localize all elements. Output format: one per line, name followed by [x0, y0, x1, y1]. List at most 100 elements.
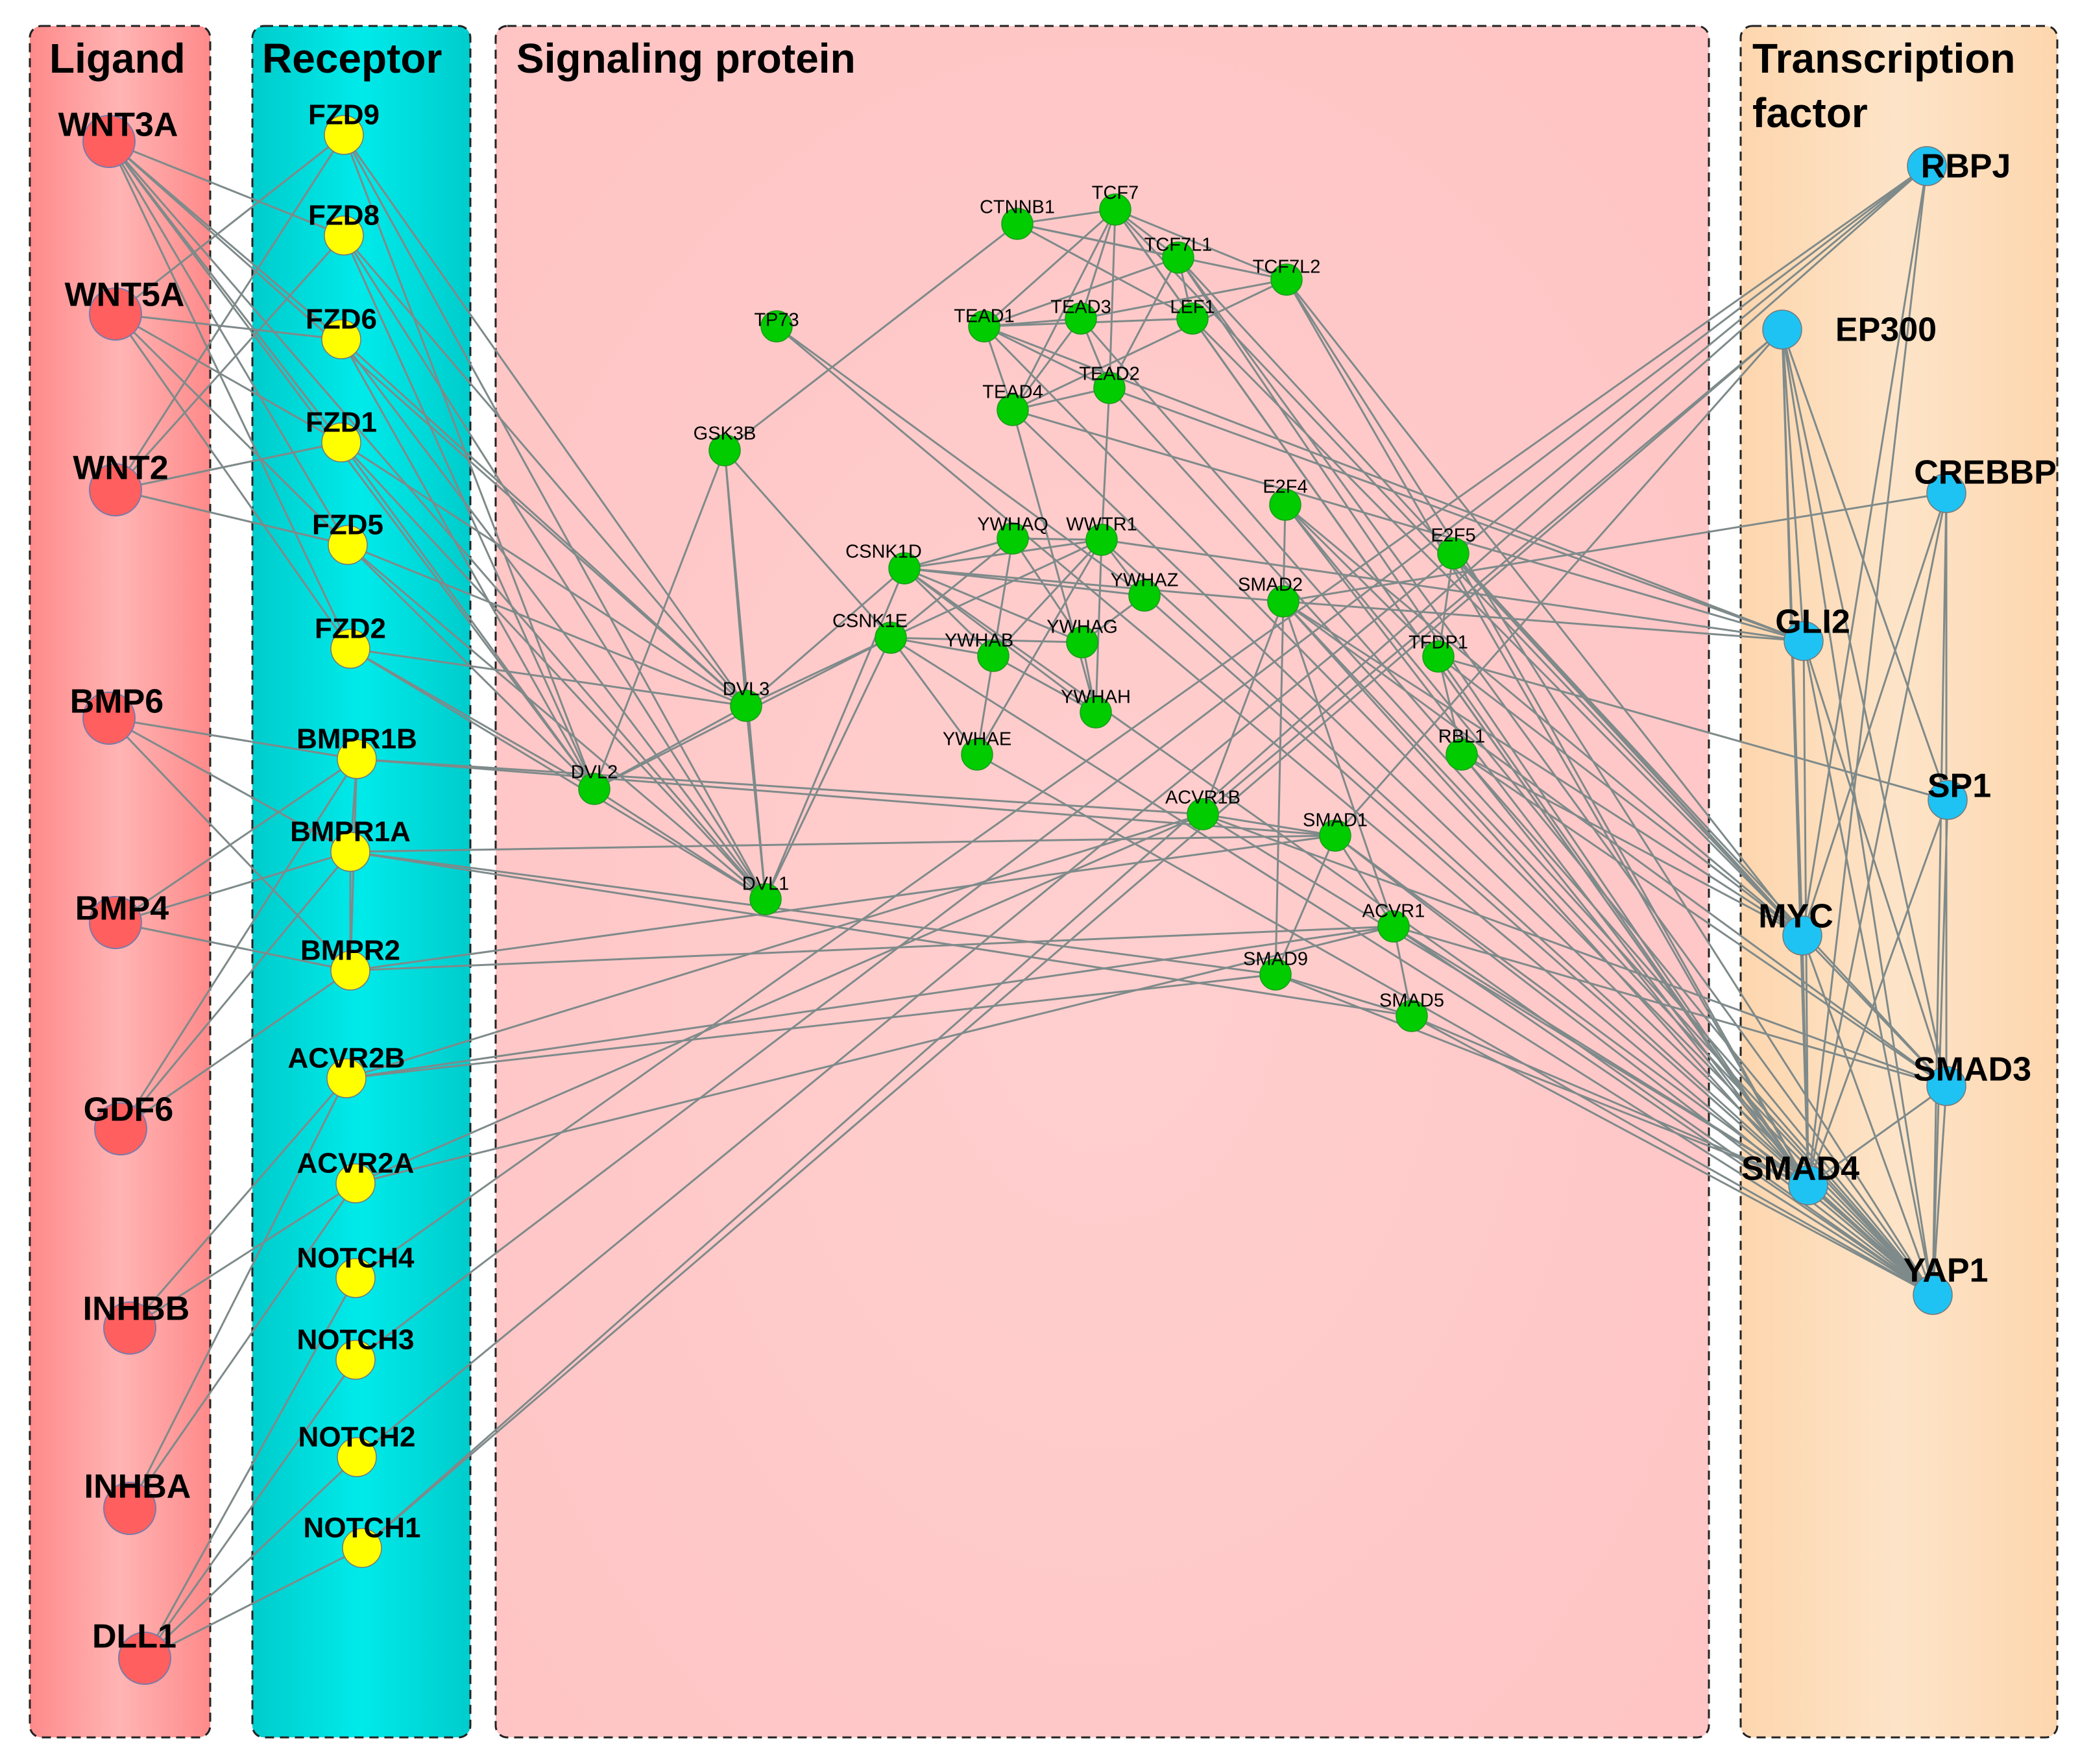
node-label-tcf7l1: TCF7L1	[1144, 235, 1213, 256]
node-notch1: NOTCH1	[304, 1512, 421, 1568]
edge-wnt2-fzd5	[115, 489, 348, 546]
edge-gdf6-bmpr1a	[119, 851, 352, 1130]
edge-csnk1e-wwtr1	[890, 538, 1102, 639]
node-circle-wnt3a	[82, 115, 136, 168]
edge-myc-yap1	[1801, 935, 1934, 1296]
edge-tcf7-tead3	[1080, 209, 1117, 319]
edge-csnk1e-ywhae	[889, 637, 978, 755]
node-gdf6: GDF6	[84, 1091, 173, 1155]
node-notch4: NOTCH4	[297, 1242, 415, 1298]
edge-gli2-smad4	[1802, 640, 1809, 1186]
edge-smad3-yap1	[1931, 1085, 1948, 1296]
edge-smad1-yap1	[1335, 834, 1933, 1296]
node-inhbb: INHBB	[83, 1290, 189, 1355]
edge-smad3-smad4	[1808, 1085, 1947, 1187]
edge-sp1-smad4	[1807, 799, 1949, 1186]
node-tp73: TP73	[754, 310, 799, 343]
node-fzd6: FZD6	[306, 304, 377, 359]
node-bmp4: BMP4	[75, 890, 169, 949]
edge-bmp4-bmpr1a	[115, 851, 351, 924]
node-ywhag: YWHAG	[1046, 617, 1118, 658]
edge-fzd1-dvl2	[340, 442, 596, 790]
edge-csnk1d-wwtr1	[904, 538, 1102, 570]
edge-tcf7l2-tead4	[1012, 278, 1287, 411]
node-circle-acvr1	[1377, 910, 1410, 943]
edge-ep300-smad3	[1781, 329, 1948, 1087]
edge-smad2-smad9	[1274, 601, 1285, 975]
edge-inhba-acvr2b	[128, 1078, 348, 1509]
lane-signaling-protein: Signaling protein	[494, 25, 1710, 1739]
edge-tcf7l2-smad4	[1285, 279, 1809, 1186]
node-label-ywhae: YWHAE	[943, 729, 1011, 750]
node-label-notch4: NOTCH4	[297, 1242, 415, 1274]
node-circle-rbl1	[1445, 738, 1478, 771]
edge-gli2-smad3	[1802, 640, 1948, 1087]
edge-myc-smad3	[1801, 934, 1948, 1087]
edge-acvr1b-smad1	[1202, 813, 1336, 837]
node-label-sp1: SP1	[1928, 767, 1991, 805]
edge-tead2-wwtr1	[1100, 387, 1111, 540]
node-yap1: YAP1	[1903, 1252, 1989, 1315]
node-circle-ywhag	[1066, 626, 1098, 658]
node-circle-bmpr1b	[337, 739, 377, 779]
node-circle-csnk1d	[888, 552, 921, 585]
node-circle-wnt2	[89, 463, 142, 516]
edge-rbl1-smad3	[1461, 753, 1947, 1087]
node-label-fzd9: FZD9	[308, 99, 380, 131]
node-circle-sp1	[1928, 780, 1968, 820]
node-lef1: LEF1	[1170, 297, 1215, 335]
edge-wnt5a-fzd6	[115, 313, 342, 341]
node-myc: MYC	[1758, 898, 1833, 956]
edge-crebbp-myc	[1801, 492, 1948, 936]
node-circle-inhbb	[103, 1301, 156, 1355]
edge-tead1-yap1	[983, 325, 1934, 1296]
edge-fzd9-dvl3	[343, 134, 747, 707]
node-e2f4: E2F4	[1263, 477, 1308, 521]
edge-acvr2b-acvr1	[346, 925, 1394, 1080]
edge-gdf6-bmpr1b	[119, 758, 358, 1130]
node-circle-ep300	[1762, 309, 1802, 350]
edge-tead1-tead2	[984, 325, 1110, 389]
node-circle-fzd2	[330, 629, 370, 669]
edge-tead2-tead4	[1012, 387, 1110, 411]
edge-dvl2-dvl1	[594, 788, 766, 900]
edge-tfdp1-myc	[1438, 655, 1803, 937]
node-wnt5a: WNT5A	[65, 276, 185, 341]
edge-wnt3a-dvl1	[108, 141, 767, 900]
edge-notch2-rbpj	[356, 165, 1928, 1458]
node-circle-fzd5	[328, 525, 368, 565]
edge-smad9-smad5	[1275, 973, 1412, 1017]
node-e2f5: E2F5	[1431, 526, 1476, 570]
node-acvr1b: ACVR1B	[1165, 788, 1240, 830]
edge-dvl2-dvl3	[594, 705, 747, 790]
node-circle-ywhab	[977, 640, 1010, 672]
edge-wnt2-fzd8	[114, 234, 345, 491]
edge-smad9-smad4	[1275, 973, 1809, 1187]
node-csnk1d: CSNK1D	[845, 542, 922, 585]
edge-gsk3b-csnk1e	[723, 450, 892, 638]
edge-fzd9-dvl2	[343, 134, 596, 790]
edge-fzd2-dvl3	[350, 647, 747, 707]
node-circle-tp73	[760, 310, 793, 343]
node-circle-bmpr2	[330, 950, 370, 991]
edge-smad5-yap1	[1411, 1015, 1933, 1296]
edge-csnk1d-ywhaq	[904, 537, 1013, 570]
node-label-bmpr2: BMPR2	[300, 935, 400, 967]
node-label-tp73: TP73	[754, 310, 799, 331]
node-label-notch1: NOTCH1	[304, 1512, 421, 1544]
edge-gli2-yap1	[1802, 640, 1934, 1296]
edge-acvr2a-acvr1	[355, 925, 1394, 1185]
node-circle-e2f5	[1437, 537, 1469, 570]
node-tead2: TEAD2	[1079, 364, 1140, 404]
node-label-wnt5a: WNT5A	[65, 276, 185, 314]
node-label-acvr1b: ACVR1B	[1165, 788, 1240, 808]
node-dvl3: DVL3	[723, 679, 769, 722]
edge-tcf7l1-tead2	[1108, 257, 1179, 389]
edge-fzd8-dvl2	[343, 235, 596, 790]
edge-tfdp1-sp1	[1438, 655, 1948, 801]
lane-receptor: Receptor	[251, 25, 472, 1739]
edge-csnk1e-ywhag	[890, 636, 1083, 644]
edge-wnt2-fzd9	[114, 134, 345, 490]
edge-wnt5a-fzd2	[114, 313, 352, 649]
